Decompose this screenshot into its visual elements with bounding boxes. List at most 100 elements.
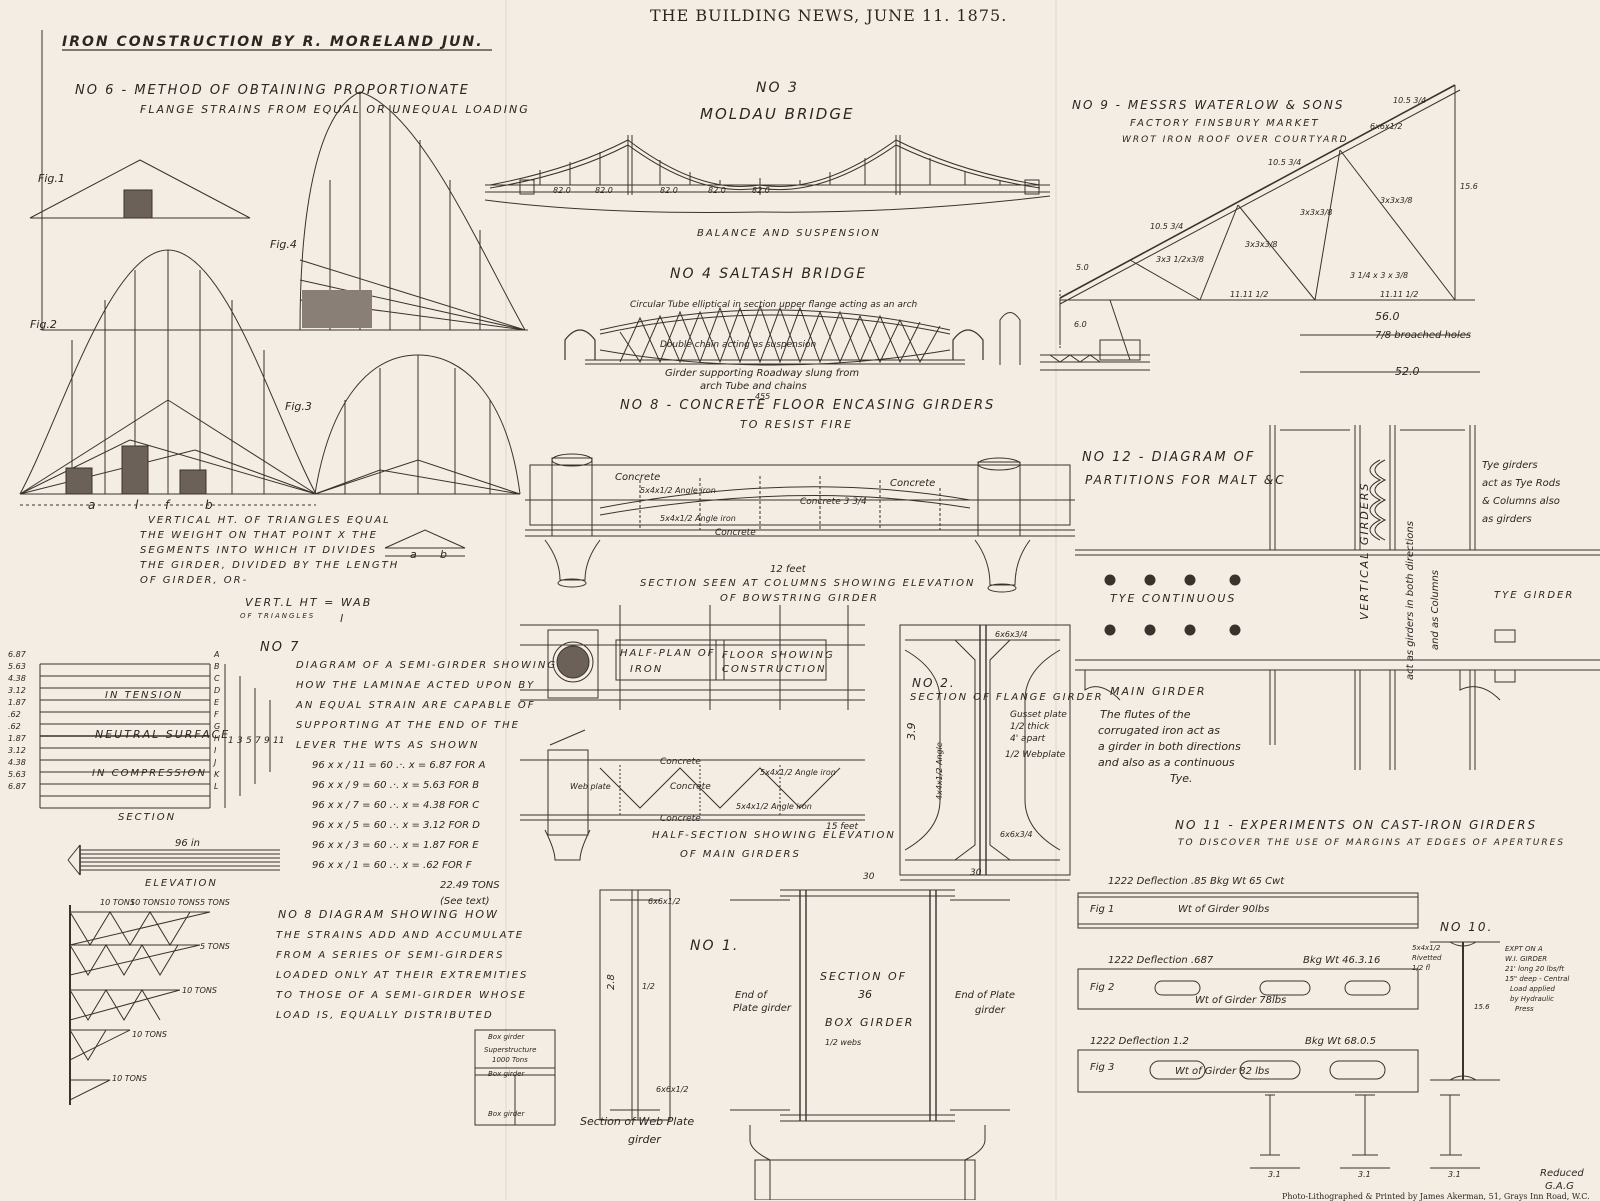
- no2-web: 1/2 Webplate: [1005, 750, 1066, 760]
- no7-brace-number: 5: [246, 736, 252, 746]
- no7-desc-line4: SUPPORTING AT THE END OF THE: [296, 720, 520, 731]
- no1-height: 2.8: [606, 974, 617, 990]
- footer-credit: Photo-Lithographed & Printed by James Ak…: [1282, 1192, 1590, 1201]
- no8-section-line1: SECTION SEEN AT COLUMNS SHOWING ELEVATIO…: [640, 578, 976, 589]
- no8-row2: 5 TONS: [200, 942, 230, 951]
- no9-dim-6: 3x3x3/8: [1245, 240, 1278, 249]
- no11-fig3-head: 1222 Deflection 1.2: [1090, 1036, 1189, 1047]
- no10-left-line3: 1/2 fl: [1412, 964, 1431, 972]
- no1-box-top: 30: [863, 872, 875, 882]
- no7-left-value: 5.63: [8, 662, 26, 671]
- half-section-drawing: [520, 729, 865, 861]
- no7-eq-5: 96 x x / 3 = 60 .·. x = 1.87 FOR E: [312, 840, 479, 851]
- no3-caption: BALANCE AND SUSPENSION: [697, 228, 881, 239]
- no7-neutral: NEUTRAL SURFACE: [95, 728, 231, 741]
- no7-row-letter: H: [214, 734, 221, 743]
- no7-row-letter: L: [214, 782, 219, 791]
- no7-brace-number: 7: [255, 736, 261, 746]
- no9-dim-7: 3x3 1/2x3/8: [1156, 255, 1204, 264]
- no3-span-5: 82.0: [752, 186, 770, 195]
- no6-fig3-curve: [314, 354, 521, 495]
- no9-dim-9: 6x6x1/2: [1370, 122, 1403, 131]
- no1-bg-line4: Box girder: [488, 1070, 525, 1078]
- wrought-iron-girder-no10: [1430, 941, 1500, 1081]
- no7-row-letter: D: [214, 686, 221, 695]
- no11-section-dim-3: 3.1: [1448, 1170, 1461, 1179]
- no7-left-value: 6.87: [8, 782, 26, 791]
- no7-left-value: 6.87: [8, 650, 26, 659]
- no12-vertical-line2: act as girders in both directions: [1405, 521, 1416, 680]
- no7-row-letter: F: [214, 710, 219, 719]
- no7-brace-number: 9: [264, 736, 270, 746]
- no7-left-value: 4.38: [8, 758, 26, 767]
- no7-left-value: .62: [8, 722, 21, 731]
- no7-total: 22.49 TONS: [440, 880, 500, 891]
- no9-dim-13: 3 1/4 x 3 x 3/8: [1350, 271, 1409, 280]
- web-plate-girder: [599, 889, 671, 1121]
- no7-title: No 7: [260, 640, 301, 655]
- no6-note-line1: VERTICAL HT. OF TRIANGLES EQUAL: [148, 515, 391, 526]
- no2-gusset-line3: 4' apart: [1010, 734, 1046, 744]
- fold-line-left: [505, 0, 507, 1200]
- no1-end-left-line1: End of: [735, 990, 767, 1001]
- no7-eq-3: 96 x x / 7 = 60 .·. x = 4.38 FOR C: [312, 800, 480, 811]
- cast-iron-girder-fig1: [1077, 892, 1419, 929]
- no12-title-line2: PARTITIONS FOR MALT &c: [1085, 473, 1286, 487]
- no9-span-top: 56.0: [1375, 310, 1400, 323]
- no6-fig4-label: Fig.4: [270, 238, 297, 251]
- no7-desc-line3: AN EQUAL STRAIN ARE CAPABLE OF: [296, 700, 536, 711]
- no12-tye-continuous: TYE CONTINUOUS: [1110, 592, 1237, 605]
- no7-row-letter: C: [214, 674, 220, 683]
- no8-floor-line1: FLOOR SHOWING: [722, 650, 835, 661]
- no9-title-line2: FACTORY FINSBURY MARKET: [1130, 118, 1320, 129]
- no7-left-value: 3.12: [8, 686, 26, 695]
- no6-formula-den: l: [340, 612, 344, 625]
- no8-load-3: 10 TONS: [165, 898, 200, 907]
- no2-gusset-line1: Gusset plate: [1010, 710, 1067, 720]
- box-girder-small: [474, 1029, 556, 1126]
- no7-eq-2: 96 x x / 9 = 60 .·. x = 5.63 FOR B: [312, 780, 480, 791]
- no8-half-plan-line2: IRON: [630, 664, 664, 675]
- no8-half-section-line1: HALF-SECTION SHOWING ELEVATION: [652, 830, 896, 841]
- no3-title-number: No 3: [756, 80, 799, 96]
- no7-left-value: 4.38: [8, 674, 26, 683]
- no7-left-value: 1.87: [8, 734, 26, 743]
- no8-hs-angle-b: 5x4x1/2 Angle iron: [736, 802, 812, 811]
- semi-girder-section: [39, 663, 280, 876]
- no1-caption-line2: girder: [628, 1133, 661, 1146]
- no7-left-value: 5.63: [8, 770, 26, 779]
- no8-section-line2: OF BOWSTRING GIRDER: [720, 593, 879, 604]
- no11-fig3-weight: Wt of Girder 82 lbs: [1175, 1066, 1270, 1077]
- no8-floor-title-line2: TO RESIST FIRE: [740, 418, 854, 431]
- no4-bottom-line1: Girder supporting Roadway slung from: [665, 368, 860, 379]
- no7-desc-line2: HOW THE LAMINAE ACTED UPON BY: [296, 680, 536, 691]
- no11-fig3-bkg: Bkg Wt 68.0.5: [1305, 1036, 1376, 1047]
- no12-flutes-line5: Tye.: [1170, 772, 1193, 785]
- waterlow-roof-truss: [1040, 84, 1480, 373]
- no10-line6: by Hydraulic: [1510, 995, 1555, 1003]
- no8-diag-line6: LOAD IS, EQUALLY DISTRIBUTED: [276, 1010, 494, 1021]
- no6-small-tri-b: b: [440, 548, 447, 561]
- no12-vertical-line3: and as Columns: [1430, 569, 1441, 650]
- no8-hs-web: Web plate: [570, 782, 611, 791]
- no9-dim-2: 10.5 3/4: [1268, 158, 1302, 167]
- no10-left-line2: Rivetted: [1412, 954, 1442, 962]
- no7-desc-line1: DIAGRAM OF A SEMI-GIRDER SHOWING: [296, 660, 558, 671]
- no12-vertical-line1: VERTICAL GIRDERS: [1358, 481, 1371, 620]
- no6-fig2-triangle: [19, 249, 317, 506]
- no8-floor-line2: CONSTRUCTION: [722, 664, 827, 675]
- no10-left-line1: 5x4x1/2: [1412, 944, 1441, 952]
- no7-row-letter: J: [214, 758, 217, 767]
- no7-row-letter: K: [214, 770, 220, 779]
- no8-diag-line5: TO THOSE OF A SEMI-GIRDER WHOSE: [276, 990, 527, 1001]
- cast-iron-small-sections: [1250, 1094, 1480, 1169]
- no4-span: 455: [755, 392, 771, 401]
- saltash-bridge-drawing: [564, 304, 1021, 366]
- no6-axis-a: a: [88, 498, 96, 512]
- no12-flutes-line3: a girder in both directions: [1098, 740, 1241, 753]
- no8-hs-concrete-top: Concrete: [660, 757, 701, 767]
- no8-concrete-label-1: Concrete: [615, 472, 661, 483]
- no6-axis-f: f: [165, 498, 170, 512]
- no12-flutes-line1: The flutes of the: [1100, 708, 1191, 721]
- no1-top-dim: 6x6x1/2: [648, 897, 681, 906]
